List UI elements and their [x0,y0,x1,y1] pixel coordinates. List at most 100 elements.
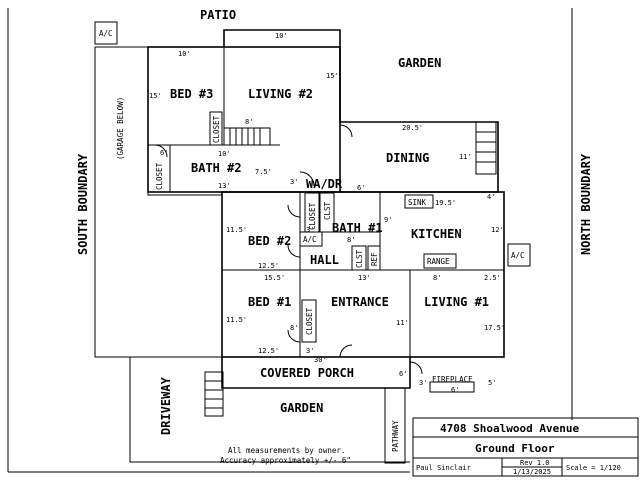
bath1-label: BATH #1 [332,221,383,235]
fireplace-box [429,381,475,393]
dimension-labels: 10' 10' 15' 15' 8' 10' 6' 7.5' 13' 20.5'… [149,32,505,394]
sink-label: SINK [408,198,427,207]
bed2-label: BED #2 [248,234,291,248]
floor-text: Ground Floor [475,442,555,455]
north-boundary-label: NORTH BOUNDARY [579,153,593,255]
clst-hall-label: CLST [355,249,364,268]
scale-text: Scale = 1/120 [566,464,621,472]
closet-bed1-label: CLOSET [305,307,314,335]
living1-label: LIVING #1 [424,295,489,309]
dim-label: 19.5' [435,199,456,207]
dim-label: 15' [149,92,162,100]
ac-unit-right [507,243,531,267]
pathway-outline [384,387,406,464]
dim-label: 12.5' [258,347,279,355]
kitchen-label: KITCHEN [411,227,462,241]
ac-unit-hall [299,231,323,247]
clst-bath1 [319,192,335,233]
rev-text: Rev 1.0 [520,459,550,467]
author-text: Paul Sinclair [416,464,471,472]
dim-label: 13' [218,182,231,190]
dim-label: 8' [245,118,253,126]
driveway-outline [129,357,410,463]
closet-bed2-label: CLOSET [308,202,317,230]
ref-label: REF [370,252,379,266]
note-line-2: Accuracy approximately +/- 6" [220,456,351,465]
dim-label: 10' [275,32,288,40]
dim-label: 2.5' [484,274,501,282]
ac-unit-top [94,21,118,45]
south-boundary-label: SOUTH BOUNDARY [76,153,90,255]
patio-label: PATIO [200,8,236,22]
closet-bed1 [301,299,317,343]
ref-box [367,245,381,271]
stairs-dining [475,121,497,175]
ac-hall-label: A/C [303,235,317,244]
dim-label: 4' [487,193,495,201]
driveway-label: DRIVEWAY [159,376,173,435]
dim-label: 11.5' [226,226,247,234]
ac-right-label: A/C [511,251,525,260]
dim-label: 17.5' [484,324,505,332]
dim-label: 11' [459,153,472,161]
dim-label: 15' [326,72,339,80]
dim-label: 3' [306,226,314,234]
dim-label: 7.5' [255,168,272,176]
dim-label: 30' [314,356,327,364]
clst-bath1-label: CLST [323,201,332,220]
stairs-porch [204,371,224,417]
dim-label: 6' [357,184,365,192]
sink-box [404,194,434,209]
dim-label: 6' [451,386,459,394]
living2-wall [223,29,341,122]
garage-below-label: (GARAGE BELOW) [116,97,125,160]
dim-label: 10' [218,150,231,158]
address-text: 4708 Shoalwood Avenue [440,422,579,435]
dim-label: 3' [419,379,427,387]
closet-bed3 [209,111,223,146]
entrance-label: ENTRANCE [331,295,389,309]
dim-label: 6' [160,149,168,157]
door-arcs [154,124,423,375]
bed3-label: BED #3 [170,87,213,101]
dim-label: 8' [290,324,298,332]
dim-label: 6' [399,370,407,378]
dim-label: 3' [306,347,314,355]
title-block: 4708 Shoalwood Avenue Ground Floor Paul … [412,417,639,477]
dim-label: 20.5' [402,124,423,132]
ac-top-label: A/C [99,29,113,38]
bath2-label: BATH #2 [191,161,242,175]
dim-label: 3' [290,178,298,186]
pathway-label: PATHWAY [391,420,400,452]
note-line-1: All measurements by owner. [228,446,345,455]
dim-label: 15.5' [264,274,285,282]
range-label: RANGE [427,257,450,266]
living2-label: LIVING #2 [248,87,313,101]
dim-label: 9' [384,216,392,224]
fireplace-label: FIREPLACE [432,375,473,384]
dim-label: 8' [347,236,355,244]
date-text: 1/13/2025 [513,468,551,476]
dim-label: 11' [396,319,409,327]
stairs-upper [223,127,271,146]
closet-bath2-label: CLOSET [155,162,164,190]
dim-label: 8' [433,274,441,282]
dim-label: 11.5' [226,316,247,324]
closet-bed3-label: CLOSET [212,115,221,143]
dim-label: 10' [178,50,191,58]
clst-hall [351,245,367,271]
dining-label: DINING [386,151,429,165]
wadr-label: WA/DR [306,177,343,191]
covered-porch-label: COVERED PORCH [260,366,354,380]
dim-label: 12' [491,226,504,234]
lower-block [221,191,505,358]
bed1-label: BED #1 [248,295,291,309]
hall-label: HALL [310,253,339,267]
upper-wing [147,46,341,193]
dim-label: 5' [488,379,496,387]
garden-bottom-label: GARDEN [280,401,323,415]
dim-label: 13' [358,274,371,282]
dim-label: 12.5' [258,262,279,270]
garden-top-label: GARDEN [398,56,441,70]
